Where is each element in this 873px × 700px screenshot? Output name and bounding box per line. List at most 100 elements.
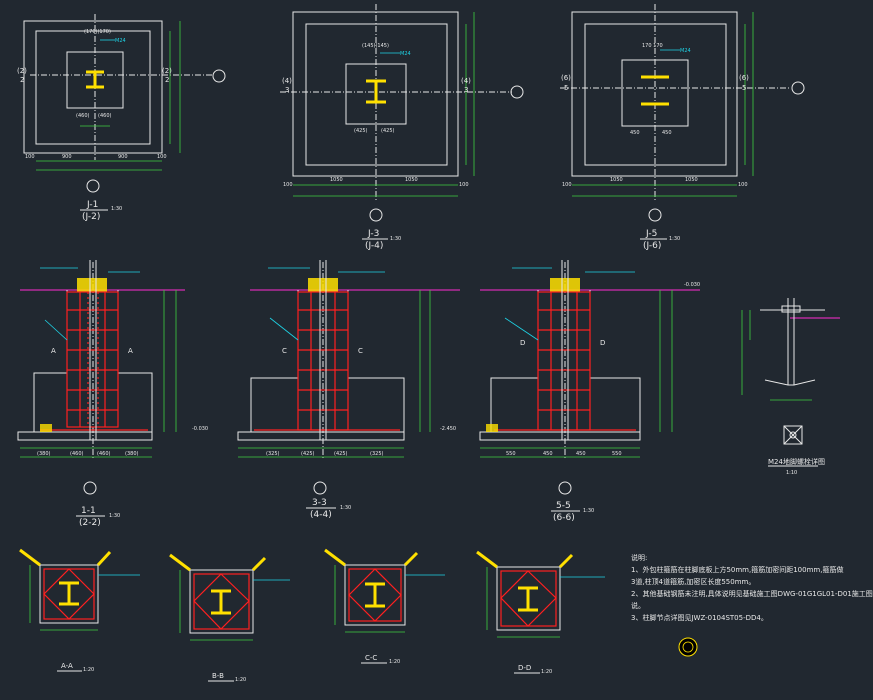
section-3-dim-2: (425) — [301, 451, 314, 457]
notes-line-3: 2、其他基础钢筋未注明,具体说明见基础施工图DWG-01G1GL01-D01施工… — [631, 590, 873, 598]
section-1-elevation: -0.030 — [192, 426, 208, 432]
plan-j3-title: J-3 — [367, 229, 379, 239]
section-5-title: 5-5 — [556, 501, 571, 511]
plan-j3-axis-right: (4) — [461, 77, 471, 85]
notes-line-1: 1、外包柱箍筋在柱脚底板上方50mm,箍筋加密间距100mm,箍筋做 — [631, 566, 844, 574]
section-5-dim-1: 550 — [506, 451, 516, 457]
section-3-subtitle: (4-4) — [310, 510, 332, 520]
section-view-1-1 — [17, 260, 185, 495]
general-notes: 说明: 1、外包柱箍筋在柱脚底板上方50mm,箍筋加密间距100mm,箍筋做 3… — [631, 552, 873, 624]
col-section-d-title: D-D — [518, 664, 531, 672]
plan-j1-base-dim-2: 900 — [62, 154, 72, 160]
section-5-elevation: -0.030 — [684, 282, 700, 288]
plan-j3-sub-dim-right: (425) — [381, 128, 394, 134]
plan-j5-base-dim-1: 100 — [562, 182, 572, 188]
plan-view-j5: M24 — [560, 4, 805, 222]
plan-j3-sub-dim-left: (425) — [354, 128, 367, 134]
plan-j5-scale: 1:30 — [669, 236, 680, 242]
section-3-dim-4: (325) — [370, 451, 383, 457]
column-section-c — [324, 548, 445, 633]
svg-text:M24: M24 — [680, 48, 691, 54]
section-1-dim-2: (460) — [70, 451, 83, 457]
section-1-dim-3: (460) — [97, 451, 110, 457]
anchor-bolt-detail — [741, 298, 840, 445]
col-section-c-scale: 1:20 — [389, 659, 400, 665]
notes-heading: 说明: — [631, 554, 648, 562]
north-symbol-icon — [678, 637, 698, 657]
plan-j5-base-dim-4: 100 — [738, 182, 748, 188]
plan-j5-axis-left: (6) — [561, 74, 571, 82]
plan-j1-axis-num-left: 2 — [20, 76, 24, 84]
plan-j1-sub-dim-right: (460) — [98, 113, 111, 119]
plan-j5-col-dim: 170 170 — [642, 43, 663, 49]
plan-j1-col-dim: (170)(170) — [84, 29, 111, 35]
section-1-mark-left: A — [51, 347, 56, 355]
plan-j3-axis-num-right: 3 — [464, 86, 468, 94]
drawing-canvas: M24 (170)(170) (460) (460) 100 900 900 1… — [17, 4, 840, 683]
anchor-detail-scale: 1:10 — [786, 470, 797, 476]
plan-j1-axis-num-right: 2 — [165, 76, 169, 84]
col-section-d-scale: 1:20 — [541, 669, 552, 675]
plan-j3-col-dim: (145)(145) — [362, 43, 389, 49]
section-5-dim-3: 450 — [576, 451, 586, 457]
section-view-3-3 — [237, 260, 460, 495]
plan-j3-axis-num-left: 3 — [285, 86, 289, 94]
plan-j3-axis-left: (4) — [282, 77, 292, 85]
plan-j3-base-dim-4: 100 — [459, 182, 469, 188]
svg-text:M24: M24 — [400, 51, 411, 57]
notes-line-2: 3道,柱顶4道箍筋,加密区长度550mm。 — [631, 578, 756, 586]
column-section-a — [19, 548, 140, 631]
plan-j1-scale: 1:30 — [111, 206, 122, 212]
plan-j5-axis-num-right: 5 — [742, 84, 746, 92]
section-5-dim-4: 550 — [612, 451, 622, 457]
col-section-a-scale: 1:20 — [83, 667, 94, 673]
plan-j1-axis-right: (2) — [162, 67, 172, 75]
col-section-b-scale: 1:20 — [235, 677, 246, 683]
anchor-detail-title: M24地脚螺栓详图 — [768, 457, 825, 466]
plan-j1-title: J-1 — [86, 200, 98, 210]
notes-line-5: 3、柱脚节点详图见JWZ-0104ST05-DD4。 — [631, 614, 768, 622]
column-section-d — [476, 550, 605, 638]
section-3-dim-1: (325) — [266, 451, 279, 457]
plan-j1-axis-left: (2) — [17, 67, 27, 75]
plan-j5-subtitle: (J-6) — [643, 241, 661, 251]
column-section-b — [169, 553, 290, 641]
section-5-mark-left: D — [520, 339, 525, 347]
section-3-elevation: -2.450 — [440, 426, 456, 432]
section-view-5-5 — [479, 260, 700, 495]
section-3-scale: 1:30 — [340, 505, 351, 511]
section-3-mark-left: C — [282, 347, 287, 355]
section-5-subtitle: (6-6) — [553, 513, 575, 523]
plan-j1-subtitle: (J-2) — [82, 212, 100, 222]
notes-line-4: 说。 — [631, 602, 645, 610]
plan-j3-base-dim-3: 1050 — [405, 177, 418, 183]
plan-j5-sub-dim-left: 450 — [630, 130, 640, 136]
plan-j5-title: J-5 — [645, 229, 657, 239]
section-3-title: 3-3 — [312, 498, 327, 508]
plan-j5-sub-dim-right: 450 — [662, 130, 672, 136]
plan-j1-base-dim-3: 900 — [118, 154, 128, 160]
section-1-subtitle: (2-2) — [79, 518, 101, 528]
col-section-c-title: C-C — [365, 654, 377, 662]
plan-j1-base-dim-4: 100 — [157, 154, 167, 160]
section-1-scale: 1:30 — [109, 513, 120, 519]
section-5-mark-right: D — [600, 339, 605, 347]
plan-j5-base-dim-2: 1050 — [610, 177, 623, 183]
section-5-scale: 1:30 — [583, 508, 594, 514]
section-1-dim-1: (380) — [37, 451, 50, 457]
plan-view-j3: M24 — [280, 4, 524, 222]
col-section-b-title: B-B — [212, 672, 224, 680]
plan-view-j1: M24 — [23, 14, 226, 193]
section-1-mark-right: A — [128, 347, 133, 355]
plan-j3-base-dim-1: 100 — [283, 182, 293, 188]
plan-j3-scale: 1:30 — [390, 236, 401, 242]
plan-j5-base-dim-3: 1050 — [685, 177, 698, 183]
section-3-dim-3: (425) — [334, 451, 347, 457]
plan-j3-subtitle: (J-4) — [365, 241, 383, 251]
plan-j5-axis-num-left: 5 — [564, 84, 568, 92]
section-5-dim-2: 450 — [543, 451, 553, 457]
plan-j1-sub-dim-left: (460) — [76, 113, 89, 119]
col-section-a-title: A-A — [61, 662, 73, 670]
plan-j3-base-dim-2: 1050 — [330, 177, 343, 183]
plan-j5-axis-right: (6) — [739, 74, 749, 82]
